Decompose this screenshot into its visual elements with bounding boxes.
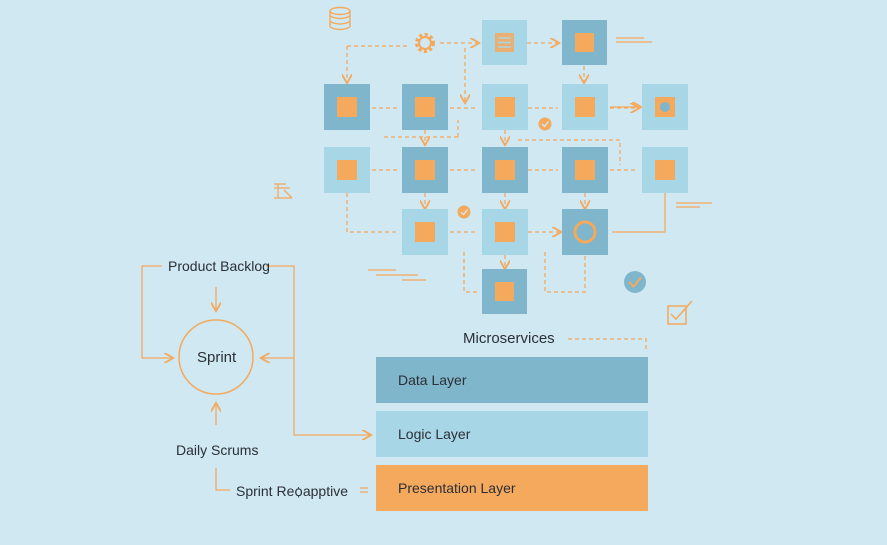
logic-layer: Logic Layer [376, 411, 648, 457]
target-icon [655, 97, 675, 117]
ring-icon [573, 220, 597, 244]
agile-connectors [141, 265, 370, 493]
product-backlog-label: Product Backlog [168, 258, 270, 274]
list-icon [495, 33, 514, 52]
document-check-icon [667, 300, 693, 325]
sprint-cycle [178, 319, 254, 395]
presentation-layer: Presentation Layer [376, 465, 648, 511]
check-icon [457, 205, 471, 219]
database-icon [329, 6, 351, 31]
check-icon [538, 117, 552, 131]
sprint-retrospective-label: Sprint Reꟁapptive [236, 483, 348, 499]
microservices-title: Microservices [463, 330, 555, 347]
service-tile [562, 209, 608, 255]
solid-connectors [610, 107, 666, 233]
note-lines [368, 37, 712, 281]
gear-icon [415, 33, 435, 53]
data-layer: Data Layer [376, 357, 648, 403]
chart-note-icon [274, 183, 293, 199]
daily-scrums-label: Daily Scrums [176, 442, 259, 458]
check-icon [624, 271, 646, 293]
grid-connectors [347, 43, 647, 352]
sprint-label: Sprint [197, 349, 237, 366]
tile-cores [337, 33, 675, 301]
